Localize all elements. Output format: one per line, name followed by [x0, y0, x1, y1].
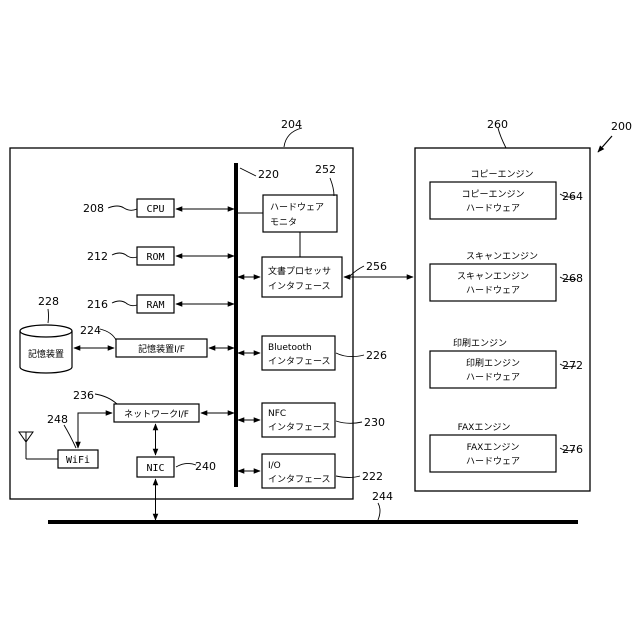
- ref-figure: 200: [611, 120, 632, 133]
- fax-hw-label-2: ハードウェア: [466, 456, 520, 467]
- ref-engines: 260: [487, 118, 508, 131]
- ref-wifi: 248: [47, 413, 68, 426]
- ref-print-hw: 272: [562, 359, 583, 372]
- engine-copy: コピーエンジン コピーエンジン ハードウェア: [430, 169, 556, 219]
- cpu-label: CPU: [146, 204, 164, 215]
- engine-scan-title: スキャンエンジン: [466, 252, 538, 262]
- wifi-label: WiFi: [66, 455, 90, 466]
- engine-scan: スキャンエンジン スキャンエンジン ハードウェア: [430, 252, 556, 301]
- ref-hw-monitor: 252: [315, 163, 336, 176]
- ref-network-if: 236: [73, 389, 94, 402]
- ref-scan-hw: 268: [562, 272, 583, 285]
- copy-hw-label-1: コピーエンジン: [461, 189, 524, 200]
- copy-hw-label-2: ハードウェア: [466, 203, 520, 214]
- rom-label: ROM: [146, 252, 164, 263]
- storage-if-label: 記憶装置I/F: [138, 343, 185, 355]
- print-hw-label-2: ハードウェア: [466, 372, 520, 383]
- ref-copy-hw: 264: [562, 190, 583, 203]
- antenna-icon: [19, 432, 58, 459]
- ref-nic: 240: [195, 460, 216, 473]
- ref-cpu: 208: [83, 202, 104, 215]
- nfc-if-label-2: インタフェース: [268, 422, 331, 433]
- ref-storage-if: 224: [80, 324, 101, 337]
- hw-monitor-label-2: モニタ: [270, 217, 297, 228]
- controller-box: [10, 148, 353, 499]
- engine-print: 印刷エンジン 印刷エンジン ハードウェア: [430, 337, 556, 388]
- bluetooth-if-label-1: Bluetooth: [268, 343, 312, 353]
- ref-bus: 220: [258, 168, 279, 181]
- scan-hw-label-2: ハードウェア: [466, 285, 520, 296]
- engine-copy-title: コピーエンジン: [470, 169, 533, 180]
- ref-doc-proc-if: 256: [366, 260, 387, 273]
- ref-io-if: 222: [362, 470, 383, 483]
- network-if-label: ネットワークI/F: [124, 409, 189, 420]
- engine-print-title: 印刷エンジン: [453, 337, 507, 349]
- network-if-wifi-link: [78, 413, 112, 448]
- engine-fax: FAXエンジン FAXエンジン ハードウェア: [430, 423, 556, 472]
- print-hw-label-1: 印刷エンジン: [466, 357, 520, 369]
- ref-storage: 228: [38, 295, 59, 308]
- ref-controller: 204: [281, 118, 302, 131]
- io-if-label-2: インタフェース: [268, 474, 331, 485]
- ref-fax-hw: 276: [562, 443, 583, 456]
- fax-hw-label-1: FAXエンジン: [467, 443, 520, 453]
- ram-label: RAM: [146, 300, 164, 311]
- io-if-label-1: I/O: [268, 461, 281, 471]
- nic-label: NIC: [146, 463, 164, 474]
- ref-nfc-if: 230: [364, 416, 385, 429]
- ref-network-line: 244: [372, 490, 393, 503]
- figure-pointer-arrow: [598, 136, 612, 152]
- hw-monitor-label-1: ハードウェア: [270, 202, 324, 213]
- ref-ram: 216: [87, 298, 108, 311]
- doc-proc-if-label-2: インタフェース: [268, 281, 331, 292]
- scan-hw-label-1: スキャンエンジン: [457, 272, 529, 282]
- bluetooth-if-label-2: インタフェース: [268, 356, 331, 367]
- ref-bluetooth-if: 226: [366, 349, 387, 362]
- storage-cylinder: [20, 325, 72, 373]
- doc-proc-if-label-1: 文書プロセッサ: [268, 265, 331, 277]
- nfc-if-label-1: NFC: [268, 409, 286, 419]
- engine-fax-title: FAXエンジン: [458, 423, 511, 433]
- storage-label: 記憶装置: [28, 348, 64, 360]
- ref-rom: 212: [87, 250, 108, 263]
